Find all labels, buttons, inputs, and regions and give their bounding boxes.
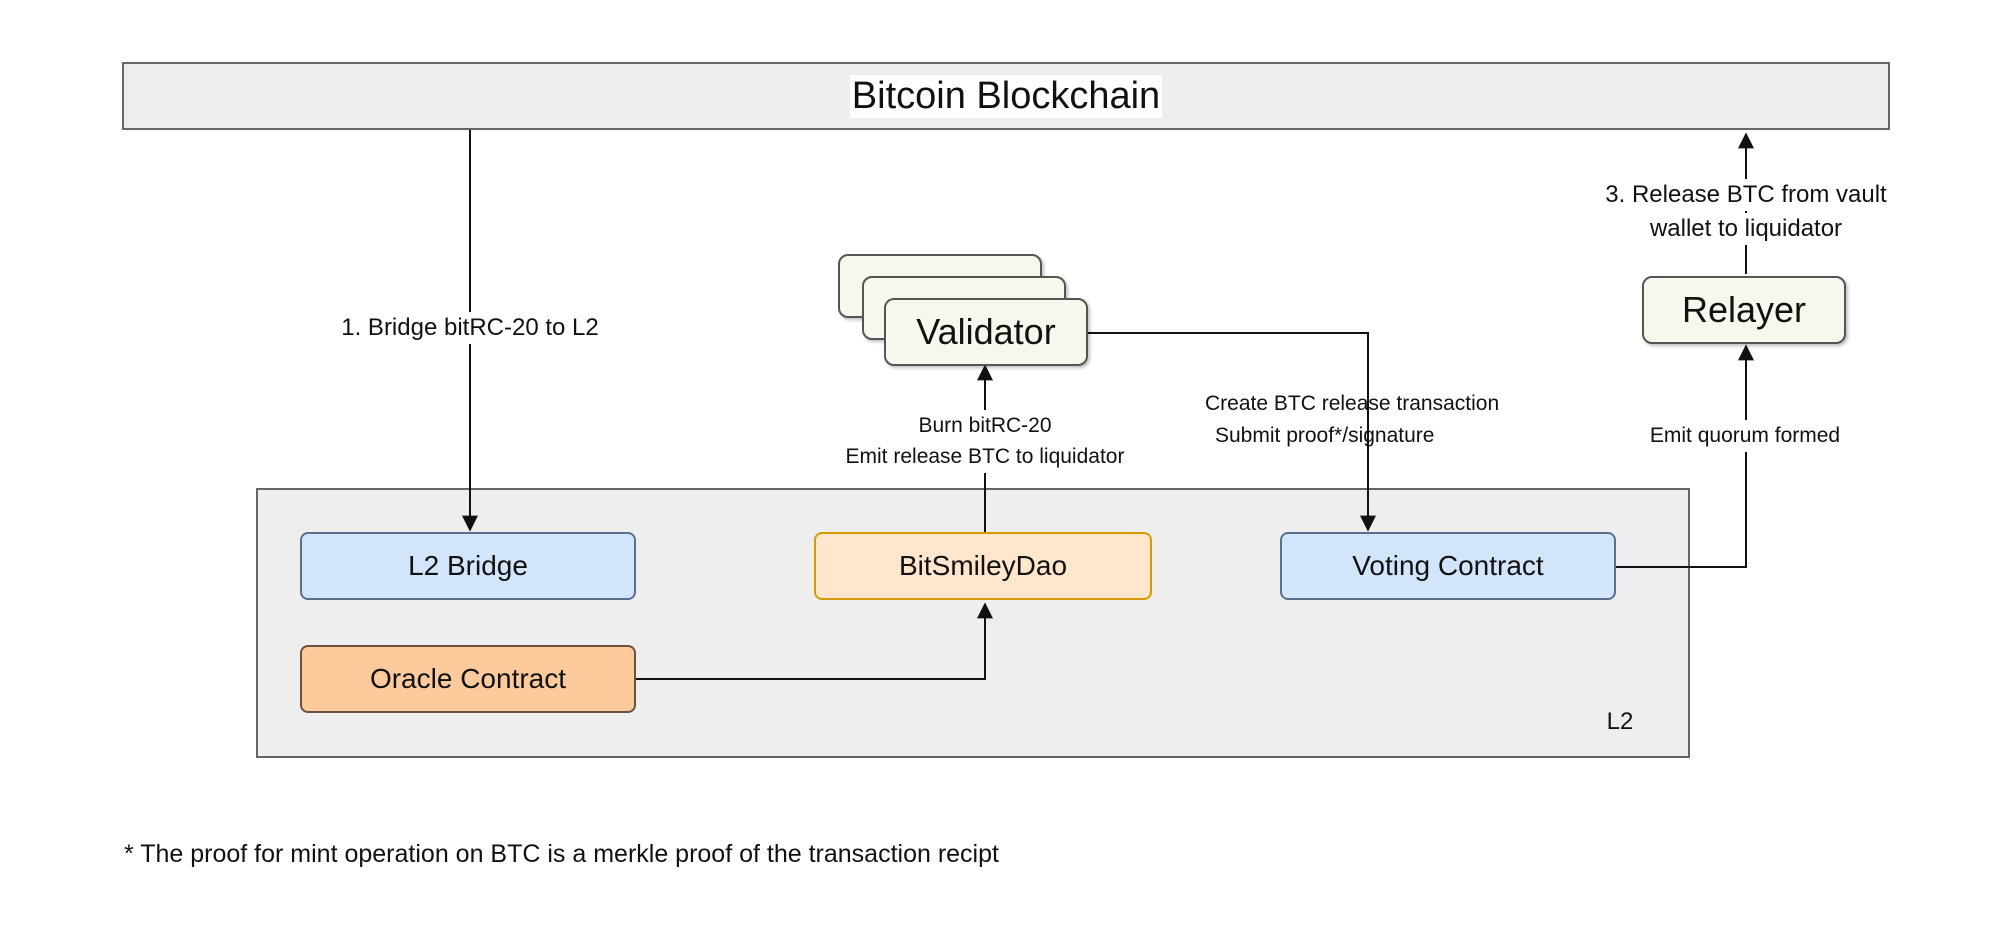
oracle-contract-box: Oracle Contract (300, 645, 636, 713)
oracle-arrow (636, 602, 993, 680)
validator-box: Validator (884, 298, 1088, 366)
bitsmiley-dao-box: BitSmileyDao (814, 532, 1152, 600)
relayer-label: Relayer (1681, 289, 1807, 330)
validator-label: Validator (916, 311, 1056, 352)
step3-label-line2: wallet to liquidator (1585, 213, 1907, 245)
relayer-box: Relayer (1642, 276, 1846, 344)
step1-label: 1. Bridge bitRC-20 to L2 (305, 312, 635, 344)
l2-bridge-box: L2 Bridge (300, 532, 636, 600)
voting-contract-box: Voting Contract (1280, 532, 1616, 600)
l2-bridge-label: L2 Bridge (408, 550, 528, 581)
bitcoin-blockchain-bar: Bitcoin Blockchain (122, 62, 1890, 130)
quorum-label: Emit quorum formed (1620, 420, 1870, 452)
burn-label-line2: Emit release BTC to liquidator (805, 441, 1165, 473)
bitsmiley-dao-label: BitSmileyDao (898, 550, 1068, 581)
voting-contract-label: Voting Contract (1352, 550, 1544, 581)
burn-label-line1: Burn bitRC-20 (835, 410, 1135, 442)
oracle-contract-label: Oracle Contract (369, 663, 567, 694)
create-label-line1: Create BTC release transaction (1205, 392, 1500, 415)
l2-layer-label: L2 (1606, 708, 1634, 735)
footnote: * The proof for mint operation on BTC is… (124, 840, 999, 868)
quorum-arrow (1616, 344, 1754, 568)
create-release-arrow (1088, 332, 1376, 532)
bitcoin-blockchain-title: Bitcoin Blockchain (849, 74, 1163, 118)
step3-label-line1: 3. Release BTC from vault (1565, 179, 1927, 211)
create-label-line2: Submit proof*/signature (1215, 424, 1435, 447)
